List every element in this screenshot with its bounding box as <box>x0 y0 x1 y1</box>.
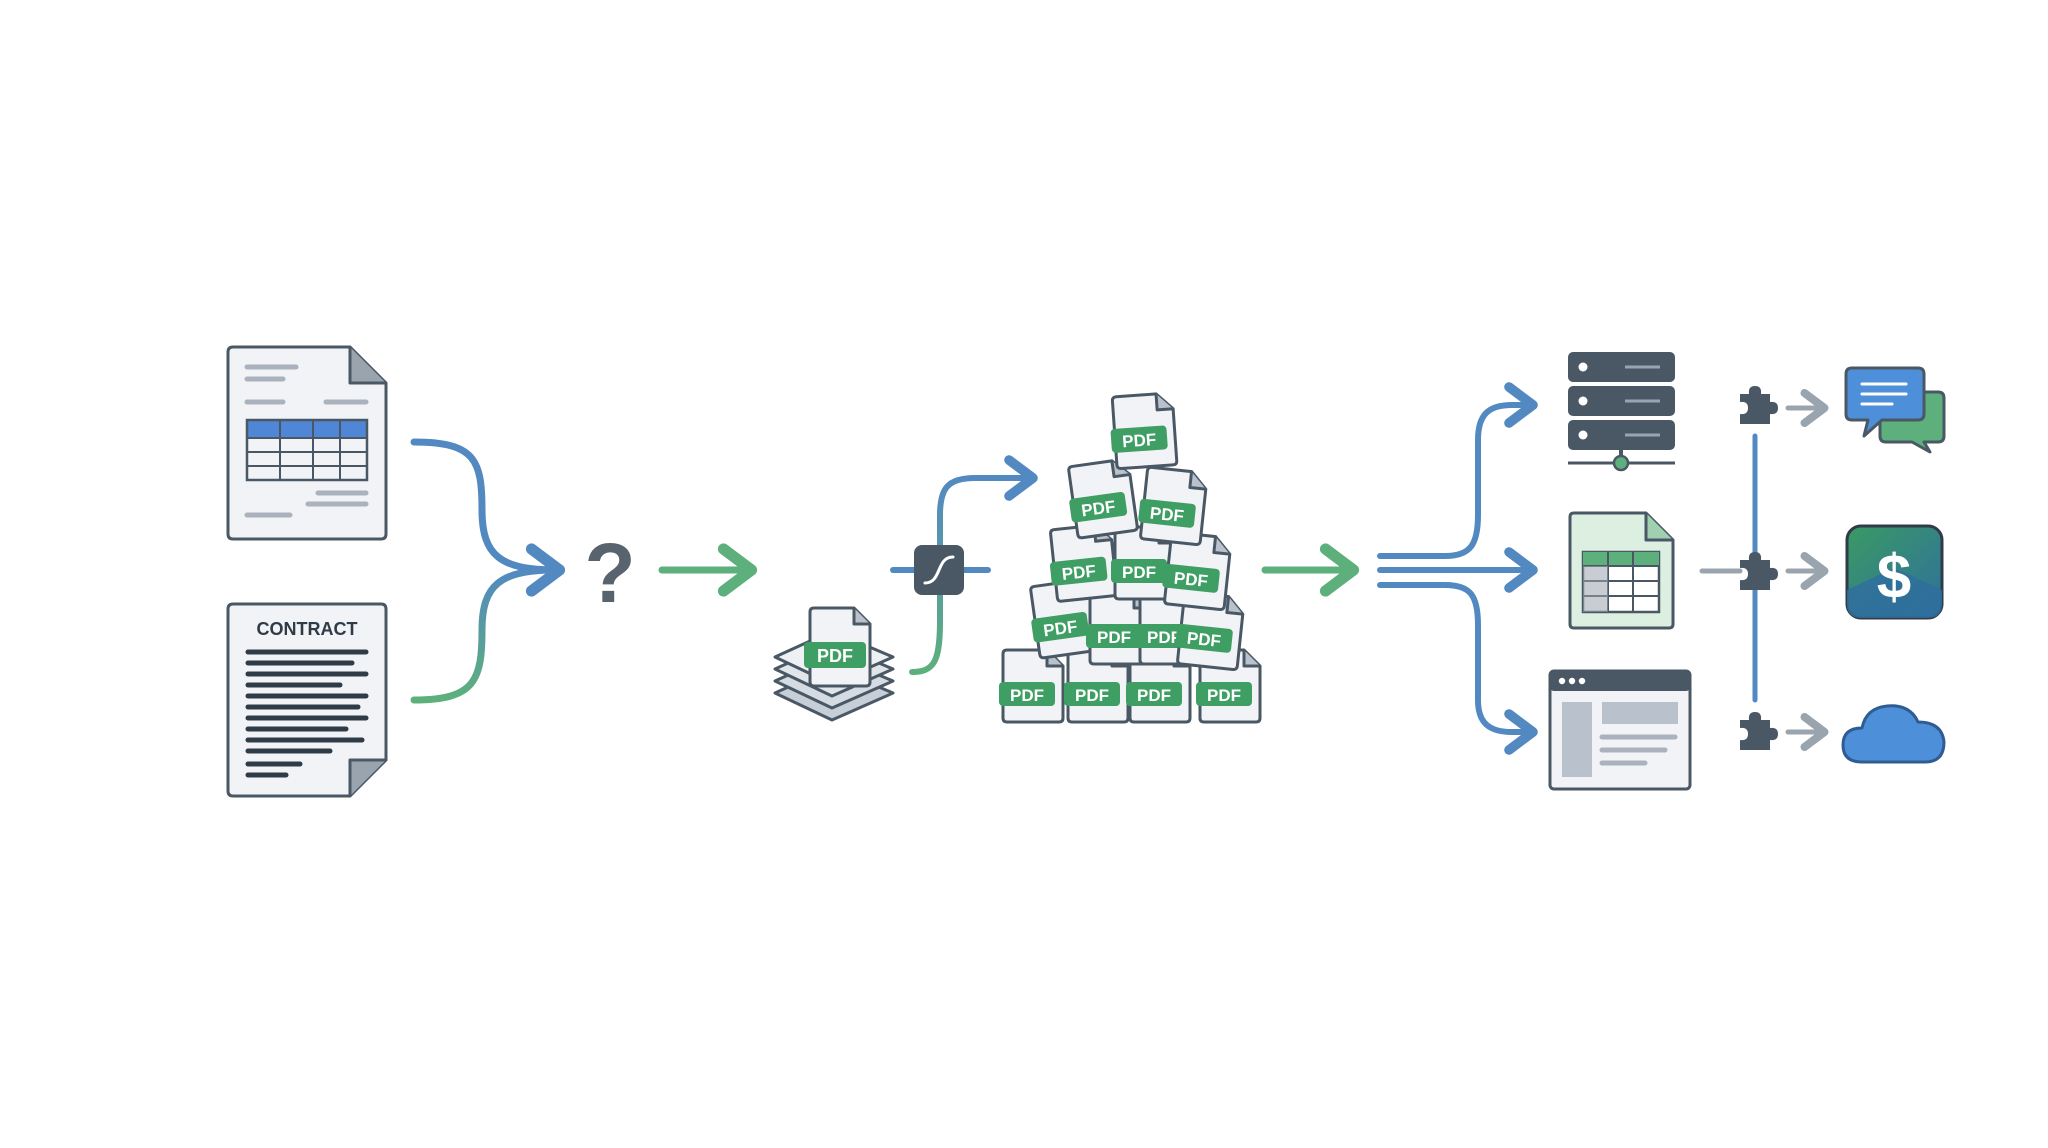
route-to-server <box>1377 382 1538 559</box>
pdf-tag: PDF <box>1122 430 1157 451</box>
pdf-tag: PDF <box>1080 497 1116 521</box>
pdf-tag: PDF <box>1061 562 1097 584</box>
pdf-tag: PDF <box>1147 628 1181 647</box>
contract-title: CONTRACT <box>257 619 358 639</box>
pdf-file: PDF <box>1106 391 1179 471</box>
question-mark-label: ? <box>584 526 635 620</box>
route-to-browser <box>1377 582 1538 755</box>
pdf-tag: PDF <box>1207 686 1241 705</box>
pdf-file: PDF <box>1062 457 1140 541</box>
pdf-tag: PDF <box>1042 617 1078 641</box>
chat-bubbles-icon <box>1844 366 1946 454</box>
pdf-file: PDF <box>1084 590 1152 666</box>
pdf-file: PDF <box>1171 590 1246 672</box>
distribution-arrows <box>1377 382 1538 755</box>
spreadsheet-icon <box>1568 511 1675 630</box>
pdf-tag: PDF <box>1186 629 1222 651</box>
pdf-file: PDF <box>1134 590 1202 666</box>
pdf-tag: PDF <box>1173 569 1209 591</box>
pdf-pile-icon: PDF PDF PDF PDF PDF PDF PDF PDF PDF PDF … <box>997 391 1262 724</box>
dollar-symbol: $ <box>1877 543 1911 612</box>
pdf-file: PDF <box>1109 525 1177 601</box>
server-icon <box>1568 352 1675 472</box>
pdf-tag: PDF <box>1137 686 1171 705</box>
pdf-file: PDF <box>1062 648 1130 724</box>
pdf-file: PDF <box>1134 465 1209 547</box>
pdf-tag: PDF <box>817 646 853 666</box>
pdf-file: PDF <box>1124 648 1192 724</box>
fork-route-up <box>909 455 1038 675</box>
curve-switch-icon <box>914 545 964 595</box>
pdf-tag: PDF <box>1075 686 1109 705</box>
puzzle-piece-icon <box>1740 552 1778 590</box>
pdf-tag: PDF <box>1010 686 1044 705</box>
dollar-app-icon: $ <box>1845 524 1944 620</box>
pdf-file: PDF <box>997 648 1065 724</box>
pdf-file: PDF <box>1044 522 1119 604</box>
pdf-file: PDF <box>1194 648 1262 724</box>
pdf-tag: PDF <box>1097 628 1131 647</box>
table-document-icon <box>226 345 388 541</box>
pdf-tag: PDF <box>1122 563 1156 582</box>
merge-arrow-bottom <box>410 566 560 704</box>
pdf-stack-icon: PDF <box>773 606 895 722</box>
contract-document-icon: CONTRACT <box>226 602 388 798</box>
puzzle-piece-icon <box>1740 386 1778 424</box>
pdf-file: PDF <box>1024 577 1102 661</box>
puzzle-piece-icon <box>1740 712 1778 750</box>
cloud-icon <box>1841 704 1946 764</box>
pdf-tag: PDF <box>1149 504 1185 526</box>
browser-window-icon <box>1548 669 1692 791</box>
pdf-file: PDF <box>1158 530 1233 612</box>
merge-arrow-top <box>410 438 566 597</box>
